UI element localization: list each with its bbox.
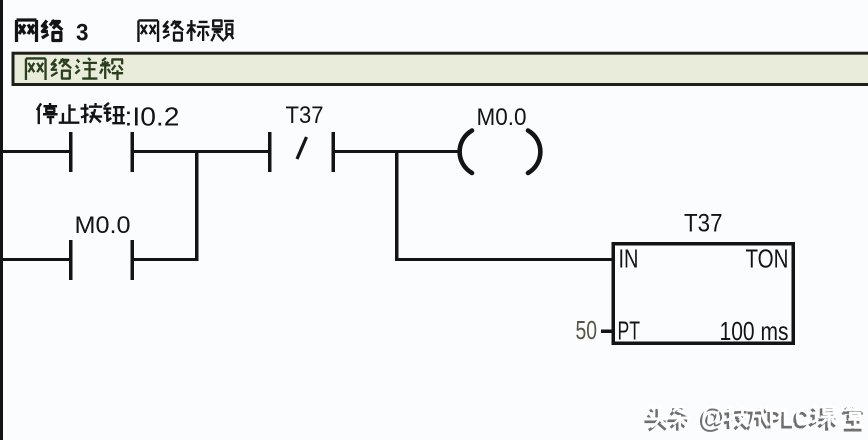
svg-text:@: @ [701, 401, 726, 431]
svg-text:T37: T37 [684, 210, 723, 238]
svg-text::I0.2: :I0.2 [125, 104, 180, 132]
svg-text:PLC: PLC [766, 407, 808, 434]
svg-text:50: 50 [576, 315, 598, 345]
svg-text:3: 3 [76, 20, 89, 47]
svg-text:PLC: PLC [769, 404, 811, 431]
svg-text:M0.0: M0.0 [75, 212, 131, 239]
svg-text:T37: T37 [286, 102, 324, 129]
svg-text:100 ms: 100 ms [720, 316, 789, 346]
svg-text:@: @ [699, 404, 724, 434]
svg-text:IN: IN [619, 244, 639, 274]
svg-text:TON: TON [746, 244, 789, 274]
svg-text:M0.0: M0.0 [477, 104, 527, 131]
svg-text:PT: PT [618, 316, 641, 346]
